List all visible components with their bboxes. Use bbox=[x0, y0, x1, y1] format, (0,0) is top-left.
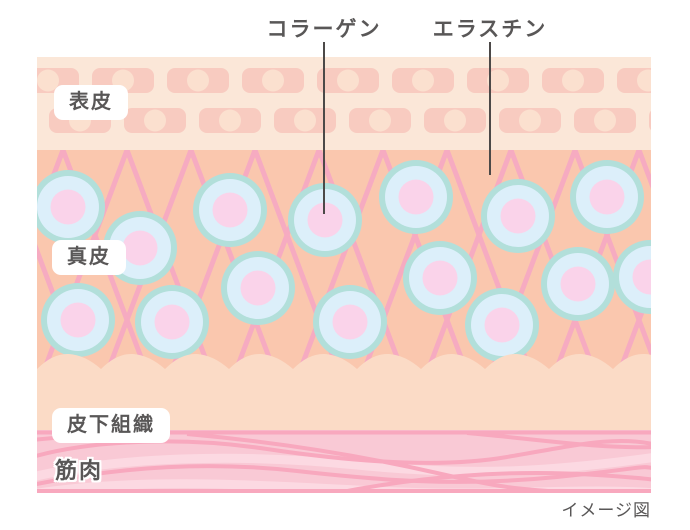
subcutaneous-label-badge: 皮下組織 bbox=[52, 408, 170, 443]
epidermis-cells bbox=[37, 68, 651, 133]
epidermis-label-badge: 表皮 bbox=[54, 85, 128, 120]
collagen-bundle-cell bbox=[193, 173, 267, 247]
collagen-bundles bbox=[37, 160, 651, 362]
subcutaneous-layer bbox=[37, 353, 651, 430]
collagen-bundle-cell bbox=[379, 160, 453, 234]
collagen-label: コラーゲン bbox=[266, 18, 382, 41]
collagen-bundle-cell bbox=[481, 179, 555, 253]
collagen-bundle-cell bbox=[403, 241, 477, 315]
dermis-label-badge: 真皮 bbox=[52, 240, 126, 275]
muscle-layer bbox=[37, 430, 651, 493]
collagen-bundle-cell bbox=[135, 285, 209, 359]
figure-caption: イメージ図 bbox=[561, 501, 651, 520]
collagen-bundle-cell bbox=[221, 251, 295, 325]
collagen-bundle-cell bbox=[41, 283, 115, 357]
elastin-label: エラスチン bbox=[432, 18, 548, 41]
collagen-bundle-cell bbox=[613, 240, 651, 314]
skin-cross-section bbox=[37, 57, 651, 493]
collagen-bundle-cell bbox=[37, 170, 105, 244]
collagen-pointer-line bbox=[323, 42, 325, 214]
collagen-bundle-cell bbox=[465, 288, 539, 362]
collagen-bundle-cell bbox=[313, 285, 387, 359]
muscle-label: 筋肉 bbox=[55, 458, 104, 483]
elastin-pointer-line bbox=[489, 42, 491, 175]
collagen-bundle-cell bbox=[541, 247, 615, 321]
epidermis-layer bbox=[37, 57, 651, 150]
collagen-bundle-cell bbox=[570, 160, 644, 234]
collagen-bundle-cell bbox=[288, 183, 362, 257]
